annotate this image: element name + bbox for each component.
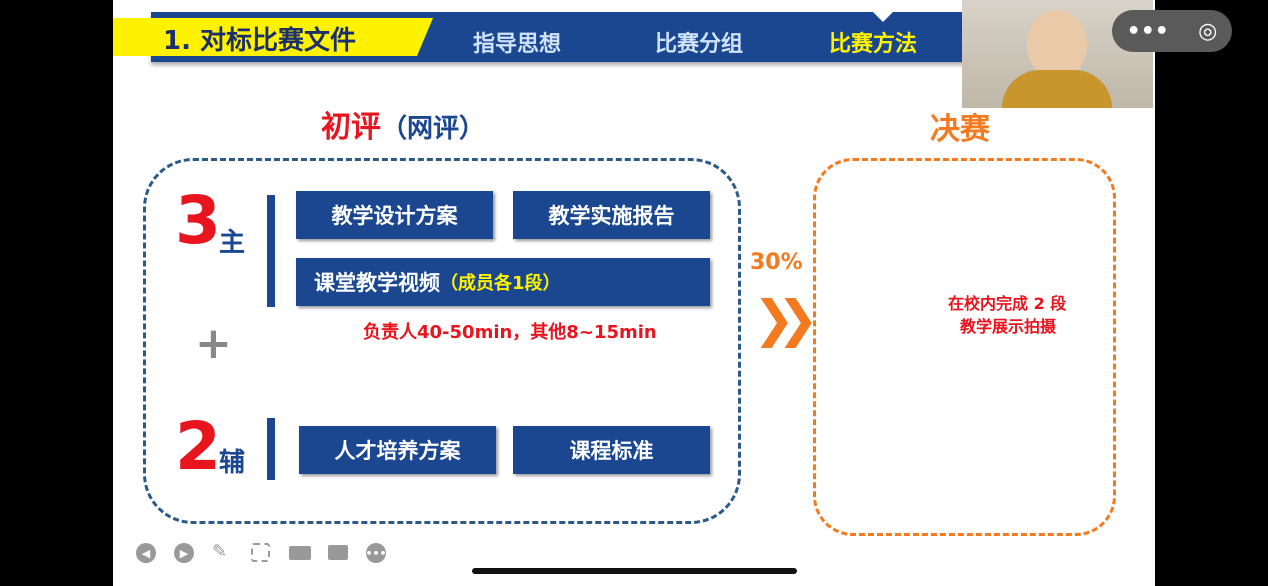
tab-method[interactable]: 比赛方法	[829, 32, 918, 57]
divider	[267, 418, 275, 480]
item-teaching-design: 教学设计方案	[296, 191, 493, 239]
plus-icon: +	[195, 318, 232, 369]
prev-icon[interactable]: ◀	[136, 543, 156, 563]
tab-guiding-ideology[interactable]: 指导思想	[473, 32, 562, 57]
divider	[267, 195, 275, 307]
comment-icon[interactable]	[328, 545, 348, 560]
active-tab-marker	[873, 12, 893, 22]
weight-label: 30%	[750, 250, 803, 275]
final-desc-2: 教学展示拍摄	[960, 317, 1057, 336]
tab-groups[interactable]: 比赛分组	[655, 32, 744, 57]
record-icon[interactable]: ◎	[1198, 18, 1218, 44]
item-course-standard: 课程标准	[513, 426, 710, 474]
more-menu-icon[interactable]: •••	[1126, 18, 1169, 44]
main-count: 3	[175, 182, 221, 259]
home-indicator[interactable]	[472, 568, 797, 574]
section-title: 1. 对标比赛文件	[113, 18, 433, 56]
camera-icon[interactable]	[289, 546, 311, 560]
preliminary-box	[143, 158, 741, 524]
item-talent-plan: 人才培养方案	[299, 426, 496, 474]
final-title: 决赛	[930, 112, 990, 147]
item-video: 课堂教学视频（成员各1段）	[296, 258, 710, 306]
duration-note: 负责人40-50min，其他8~15min	[363, 322, 657, 343]
main-label: 主	[219, 228, 246, 258]
final-desc-1: 在校内完成 2 段	[948, 294, 1067, 313]
pen-icon[interactable]: ✎	[212, 541, 228, 562]
more-icon[interactable]: •••	[365, 543, 387, 563]
aux-label: 辅	[219, 448, 246, 478]
aux-count: 2	[175, 408, 221, 485]
preliminary-title: 初评（网评）	[321, 110, 486, 145]
double-chevron-icon: ❯❯	[753, 290, 819, 348]
mini-program-capsule: ••• ◎	[1112, 10, 1232, 52]
item-teaching-report: 教学实施报告	[513, 191, 710, 239]
final-box	[813, 158, 1116, 536]
screenshot-icon[interactable]	[251, 543, 270, 562]
next-icon[interactable]: ▶	[174, 543, 194, 563]
